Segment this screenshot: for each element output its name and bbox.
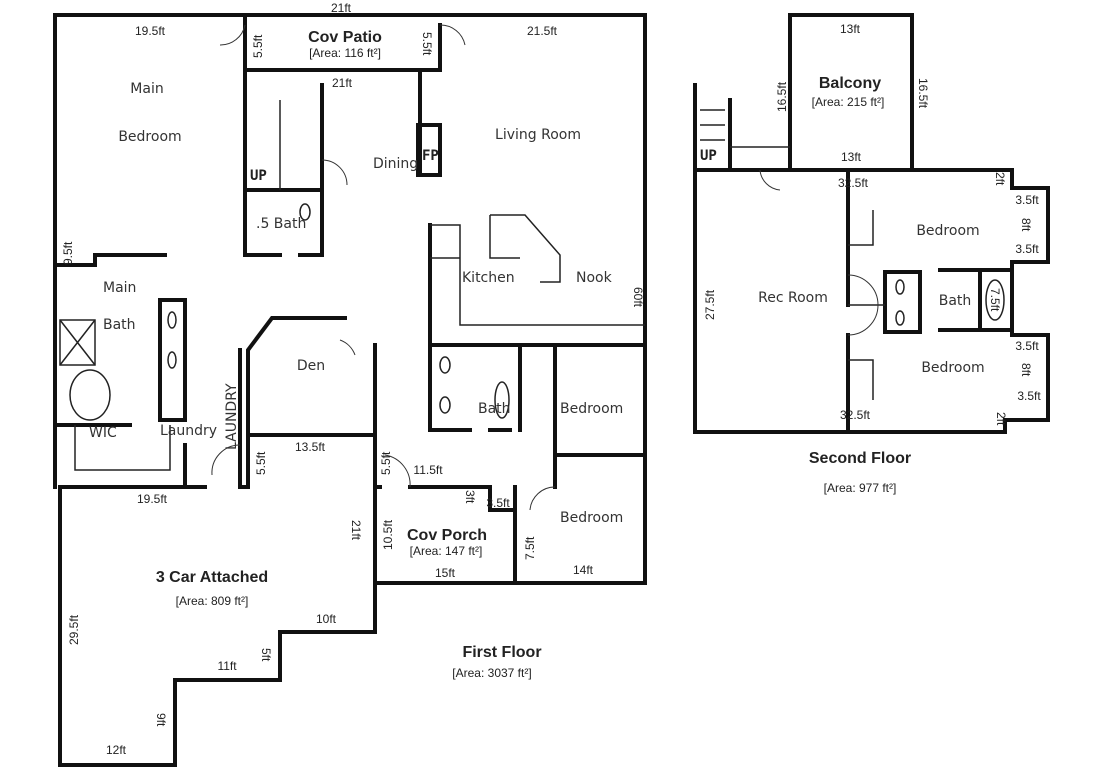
dim-label: 15ft [435,566,456,580]
cov-patio-area: [Area: 116 ft²] [309,46,381,60]
dim-label: 21ft [349,520,363,541]
stairs-up-label: UP [700,148,717,164]
dim-label: 3.5ft [486,496,510,510]
dim-label: 5.5ft [379,451,393,475]
main-bath-label-2: Bath [103,317,136,333]
dim-label: 60ft [631,287,645,308]
rec-room-label: Rec Room [758,290,828,306]
dim-label: 19.5ft [137,492,168,506]
dim-label: 8ft [1019,363,1033,377]
dim-label: 10ft [316,612,337,626]
dim-label: 32.5ft [838,176,869,190]
half-bath-label: .5 Bath [256,216,306,232]
main-bath-label: Main [103,280,136,296]
dim-label: 2ft [994,412,1008,426]
garage-label: 3 Car Attached [156,569,268,586]
first-floor-labels: Main Bedroom Cov Patio [Area: 116 ft²] L… [61,1,645,757]
dim-label: 5.5ft [254,451,268,475]
main-bedroom-label: Main [130,81,163,97]
dim-label: 2ft [993,172,1007,186]
first-floor-area: [Area: 3037 ft²] [452,666,531,680]
dim-label: 13ft [841,150,862,164]
dim-label: 9ft [154,713,168,727]
dining-label: Dining [373,156,418,172]
bedroom-top-label: Bedroom [916,223,979,239]
dim-label: 11ft [217,659,237,673]
dim-label: 12ft [106,743,127,757]
dim-label: 5ft [259,648,273,662]
dim-label: 5.5ft [251,34,265,58]
bath-label: Bath [939,293,972,309]
dim-label: 3.5ft [1015,339,1039,353]
dim-label: 14ft [573,563,594,577]
dim-label: 13ft [840,22,861,36]
cov-porch-area: [Area: 147 ft²] [410,544,483,558]
fireplace-label: FP [422,148,439,164]
dim-label: 27.5ft [703,289,717,320]
dim-label: 32.5ft [840,408,871,422]
first-floor-title: First Floor [462,644,541,661]
second-floor-labels: Balcony [Area: 215 ft²] UP Rec Room Bedr… [700,22,1041,495]
nook-label: Nook [576,270,613,286]
dim-label: 29.5ft [67,614,81,645]
stairs-up-label: UP [250,168,267,184]
dim-label: 3.5ft [1015,193,1039,207]
dim-label: 3.5ft [1017,389,1041,403]
bedroom-label-2: Bedroom [560,510,623,526]
dim-label: 11.5ft [413,463,443,477]
living-room-label: Living Room [495,127,581,143]
second-floor-walls [693,13,1050,434]
first-floor-walls [53,13,647,767]
wic-label: WIC [89,425,117,441]
dim-label: 7.5ft [988,288,1002,312]
dim-label: 3.5ft [1015,242,1039,256]
main-bedroom-label-2: Bedroom [118,129,181,145]
garage-area: [Area: 809 ft²] [176,594,249,608]
dim-label: 5.5ft [420,32,434,56]
dim-label: 13.5ft [295,440,326,454]
kitchen-label: Kitchen [462,270,515,286]
laundry-vertical-label: LAUNDRY [224,383,240,450]
dim-label: 8ft [1019,218,1033,232]
second-floor-title: Second Floor [809,450,911,467]
bedroom-label-1: Bedroom [560,401,623,417]
cov-porch-label: Cov Porch [407,527,487,544]
balcony-label: Balcony [819,75,881,92]
dim-label: 21.5ft [527,24,558,38]
den-label: Den [297,358,325,374]
bath-label: Bath [478,401,511,417]
dim-label: 21ft [331,1,352,15]
dim-label: 3ft [463,490,477,504]
dim-label: 19.5ft [135,24,166,38]
second-floor-area: [Area: 977 ft²] [824,481,897,495]
dim-label: 16.5ft [916,78,930,109]
dim-label: 9.5ft [61,241,75,265]
dim-label: 10.5ft [381,519,395,550]
balcony-area: [Area: 215 ft²] [812,95,885,109]
dim-label: 16.5ft [775,81,789,112]
dim-label: 21ft [332,76,353,90]
laundry-label: Laundry [160,423,217,439]
cov-patio-label: Cov Patio [308,29,382,46]
dim-label: 7.5ft [523,536,537,560]
bedroom-bottom-label: Bedroom [921,360,984,376]
